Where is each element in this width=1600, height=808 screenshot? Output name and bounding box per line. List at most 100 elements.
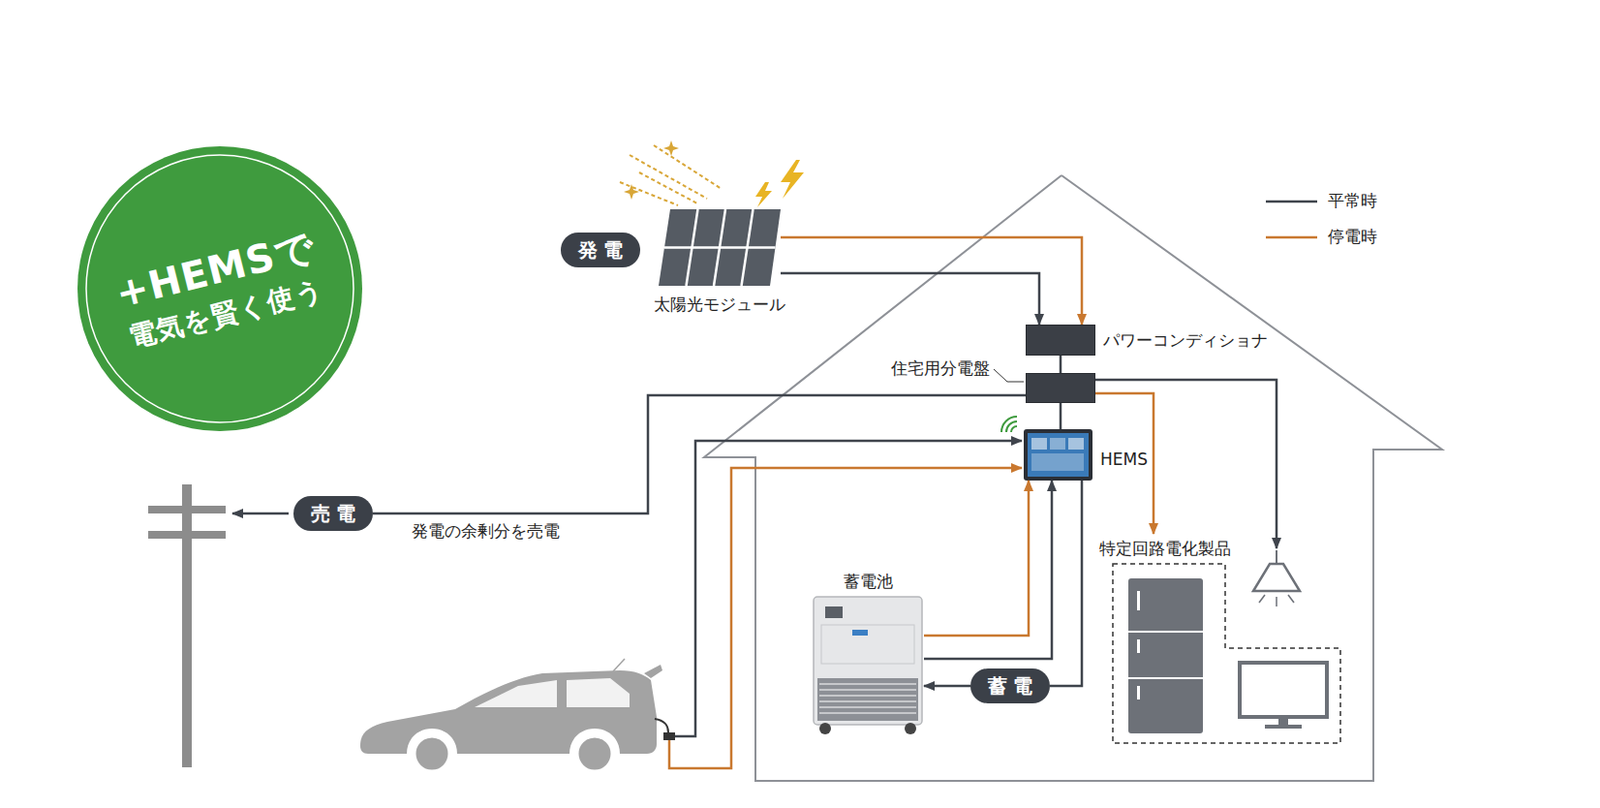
sun-rays xyxy=(619,182,678,206)
hems-tablet xyxy=(1027,432,1089,477)
refrigerator xyxy=(1128,578,1203,734)
legend-label: 停電時 xyxy=(1327,226,1378,247)
power-connector xyxy=(1059,355,1063,373)
picture-area xyxy=(811,594,924,736)
electric-car xyxy=(360,658,676,771)
badge-ring xyxy=(86,154,354,423)
power-connector xyxy=(372,395,1026,514)
node-label: 住宅用分電盤 xyxy=(891,358,990,378)
power-connector xyxy=(780,237,1082,325)
hems-tablet xyxy=(1031,453,1084,471)
pill-label: 発電 xyxy=(560,232,641,268)
distribution-board: 住宅用分電盤 xyxy=(886,357,1100,407)
hems-tablet xyxy=(1023,429,1093,481)
solar-panel xyxy=(658,209,781,286)
legend-swatch xyxy=(1265,200,1318,204)
storage-battery-unit xyxy=(819,683,917,685)
flow-pill: 売電 xyxy=(293,495,373,531)
storage-battery-unit xyxy=(825,606,843,618)
television xyxy=(1278,718,1289,725)
solar-module: 太陽光モジュール xyxy=(648,199,793,318)
storage-battery-unit xyxy=(819,712,917,714)
refrigerator xyxy=(1137,639,1140,653)
lightning-bolt xyxy=(755,182,772,208)
storage-battery-unit xyxy=(817,677,919,721)
pill-label: 蓄電 xyxy=(970,668,1050,704)
node-label: 太陽光モジュール xyxy=(653,294,786,314)
storage-battery-unit xyxy=(819,722,831,735)
utility-pole xyxy=(148,484,226,768)
storage-battery-unit xyxy=(819,689,917,691)
wifi-symbol xyxy=(1006,421,1017,432)
leader-line xyxy=(993,369,1024,382)
hems-tablet xyxy=(1023,429,1093,481)
legend-samples xyxy=(1265,201,1318,238)
picture-area xyxy=(1023,429,1093,481)
storage-battery-unit xyxy=(813,596,923,725)
power-wire xyxy=(1095,379,1277,549)
utility-pole xyxy=(148,530,226,539)
storage-battery-unit xyxy=(821,624,915,664)
sun-rays xyxy=(653,145,722,189)
ceiling-lamp xyxy=(1253,550,1300,607)
television xyxy=(1239,662,1327,717)
power-wire xyxy=(232,512,289,516)
sun-rays xyxy=(623,184,640,200)
power-connector xyxy=(1049,480,1082,686)
sun-rays xyxy=(629,154,708,199)
wifi-symbol xyxy=(1011,426,1017,432)
electric-car xyxy=(654,718,669,733)
electric-car xyxy=(644,664,663,678)
power-connector xyxy=(923,684,971,688)
utility-pole xyxy=(182,484,192,768)
equipment-box xyxy=(1025,372,1096,403)
refrigerator xyxy=(1137,590,1140,611)
wifi-symbol xyxy=(1001,416,1017,432)
connector-group xyxy=(372,237,1154,686)
hems-tablet xyxy=(1068,437,1084,450)
ceiling-lamp xyxy=(1275,596,1278,607)
power-wire xyxy=(232,379,1277,769)
badge-text-group: +HEMSで電気を賢く使う xyxy=(47,116,393,462)
electric-car xyxy=(577,736,613,771)
dashed-outline xyxy=(1095,533,1344,745)
utility-pole xyxy=(148,505,226,514)
power-wire xyxy=(669,467,1022,769)
storage-battery-unit xyxy=(819,695,917,697)
refrigerator xyxy=(1137,685,1140,700)
electric-car xyxy=(414,736,450,771)
electric-car xyxy=(613,658,625,672)
electric-car xyxy=(663,732,676,740)
ceiling-lamp xyxy=(1288,594,1294,603)
equipment-box xyxy=(1025,324,1096,356)
storage-battery: 蓄電池 xyxy=(809,569,928,739)
hems-tablet xyxy=(1031,437,1047,450)
node-label: 蓄電池 xyxy=(843,571,893,591)
node-label: HEMS xyxy=(1100,449,1148,469)
storage-battery-unit xyxy=(819,701,917,703)
electric-car xyxy=(566,677,630,708)
ceiling-lamp xyxy=(1253,563,1300,591)
node-label: 特定回路電化製品 xyxy=(1099,538,1231,558)
flow-pill: 発電 xyxy=(560,232,641,268)
ceiling-lamp xyxy=(1275,550,1278,564)
node-label: パワーコンディショナ xyxy=(1103,330,1268,350)
sun-rays xyxy=(639,172,698,204)
legend-label: 平常時 xyxy=(1327,190,1378,211)
power-conditioner: パワーコンディショナ xyxy=(1023,322,1278,360)
flow-pill: 蓄電 xyxy=(970,668,1050,704)
dashed-outline xyxy=(1112,563,1341,743)
refrigerator xyxy=(1128,676,1203,679)
pill-label: 売電 xyxy=(293,495,373,531)
storage-battery-unit xyxy=(813,596,923,735)
solar-panel xyxy=(658,209,781,286)
storage-battery-unit xyxy=(904,722,917,735)
refrigerator xyxy=(1128,630,1203,633)
lightning-bolt xyxy=(755,159,804,208)
hems-monitor: HEMS xyxy=(1021,427,1158,485)
refrigerator xyxy=(1128,578,1203,734)
picture-area xyxy=(658,209,781,286)
storage-battery-unit xyxy=(819,707,917,708)
leader-line xyxy=(993,369,1024,382)
